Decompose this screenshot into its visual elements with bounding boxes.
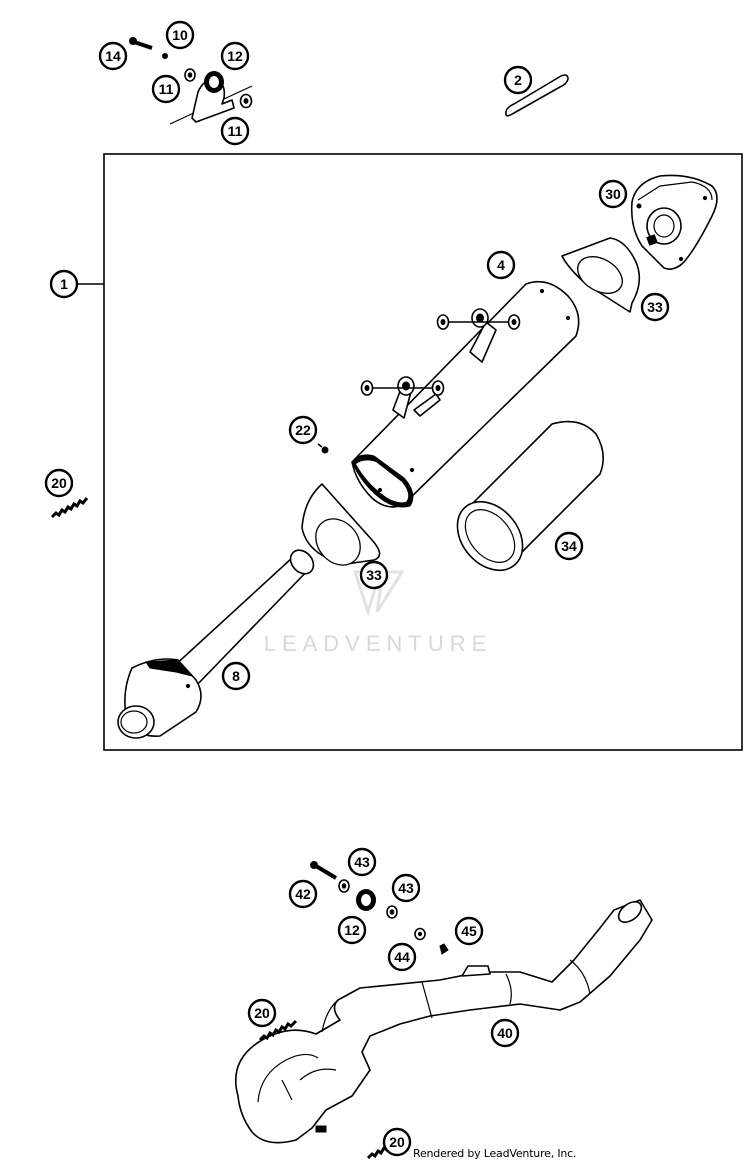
- svg-text:22: 22: [295, 422, 311, 438]
- watermark-text: LEADVENTURE: [264, 631, 493, 656]
- callout-2: 2: [503, 65, 533, 95]
- svg-text:34: 34: [561, 538, 577, 554]
- lower-mount-hardware: [310, 861, 449, 955]
- callout-20-bottom: 20: [382, 1127, 412, 1157]
- svg-text:44: 44: [394, 949, 410, 965]
- render-credit: Rendered by LeadVenture, Inc.: [413, 1147, 577, 1160]
- svg-text:1: 1: [60, 276, 68, 292]
- leadventure-watermark-logo: LEADVENTURE: [264, 570, 493, 656]
- callout-43-right: 43: [391, 873, 421, 903]
- callout-11-right: 11: [220, 116, 250, 146]
- svg-text:40: 40: [497, 1025, 513, 1041]
- svg-text:20: 20: [51, 475, 67, 491]
- part-20-spring-mid: [258, 1019, 298, 1042]
- part-20-spring-left: [50, 497, 89, 519]
- svg-text:14: 14: [105, 48, 121, 64]
- part-33-lower-cone: [301, 483, 381, 566]
- callout-30: 30: [598, 179, 628, 209]
- callout-33-lower: 33: [359, 560, 389, 590]
- callout-20-mid: 20: [247, 998, 277, 1028]
- svg-text:11: 11: [228, 123, 243, 139]
- part-2-strip: [505, 74, 569, 117]
- part-4-silencer-body: [351, 280, 580, 508]
- callout-20-left: 20: [44, 468, 74, 498]
- svg-text:12: 12: [344, 922, 360, 938]
- svg-text:33: 33: [647, 299, 663, 315]
- part-34-packing-sleeve: [456, 420, 604, 572]
- callout-40: 40: [490, 1018, 520, 1048]
- callout-45: 45: [454, 916, 484, 946]
- svg-text:10: 10: [172, 27, 188, 43]
- callout-44: 44: [387, 942, 417, 972]
- callout-34: 34: [554, 531, 584, 561]
- part-22-rivet: [317, 443, 329, 454]
- assembly-1-frame: [103, 153, 743, 751]
- callout-33-upper: 33: [640, 292, 670, 322]
- svg-text:43: 43: [398, 880, 414, 896]
- part-40-header-pipe: [234, 899, 653, 1144]
- part-30-end-cap: [630, 174, 718, 270]
- part-33-upper-cone: [561, 237, 641, 313]
- svg-text:45: 45: [461, 923, 477, 939]
- callout-10: 10: [165, 20, 195, 50]
- svg-text:11: 11: [159, 81, 174, 97]
- callout-42: 42: [288, 879, 318, 909]
- callout-12-bottom: 12: [337, 915, 367, 945]
- callout-1: 1: [49, 269, 79, 299]
- callout-22: 22: [288, 415, 318, 445]
- svg-text:42: 42: [295, 886, 311, 902]
- svg-text:20: 20: [254, 1005, 270, 1021]
- svg-text:2: 2: [514, 72, 522, 88]
- top-bracket-group: [129, 37, 253, 125]
- svg-text:4: 4: [497, 257, 505, 273]
- callout-4: 4: [486, 250, 516, 280]
- svg-text:30: 30: [605, 186, 621, 202]
- svg-text:8: 8: [232, 668, 240, 684]
- callout-43-top: 43: [347, 847, 377, 877]
- svg-text:33: 33: [366, 567, 382, 583]
- part-8-inlet-pipe: [117, 549, 315, 739]
- svg-text:12: 12: [227, 48, 243, 64]
- callout-11-left: 11: [151, 74, 181, 104]
- callout-12-top: 12: [220, 41, 250, 71]
- callout-8: 8: [221, 661, 251, 691]
- svg-text:43: 43: [354, 854, 370, 870]
- callout-14: 14: [98, 41, 128, 71]
- svg-text:20: 20: [389, 1134, 405, 1150]
